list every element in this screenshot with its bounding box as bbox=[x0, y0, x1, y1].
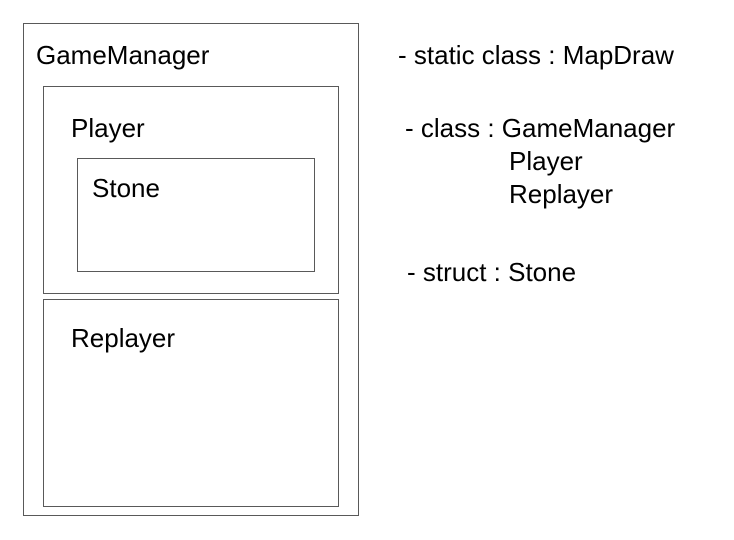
legend-class-gamemanager: - class : GameManager bbox=[405, 113, 676, 143]
legend-class-replayer: Replayer bbox=[509, 179, 614, 209]
legend-static-class: - static class : MapDraw bbox=[398, 40, 674, 70]
stone-label: Stone bbox=[92, 173, 160, 203]
replayer-label: Replayer bbox=[71, 323, 176, 353]
legend-struct-stone: - struct : Stone bbox=[407, 257, 577, 287]
replayer-box bbox=[43, 299, 339, 507]
legend-class-player: Player bbox=[509, 146, 583, 176]
gamemanager-label: GameManager bbox=[36, 40, 210, 70]
player-label: Player bbox=[71, 113, 145, 143]
stone-box bbox=[77, 158, 315, 272]
